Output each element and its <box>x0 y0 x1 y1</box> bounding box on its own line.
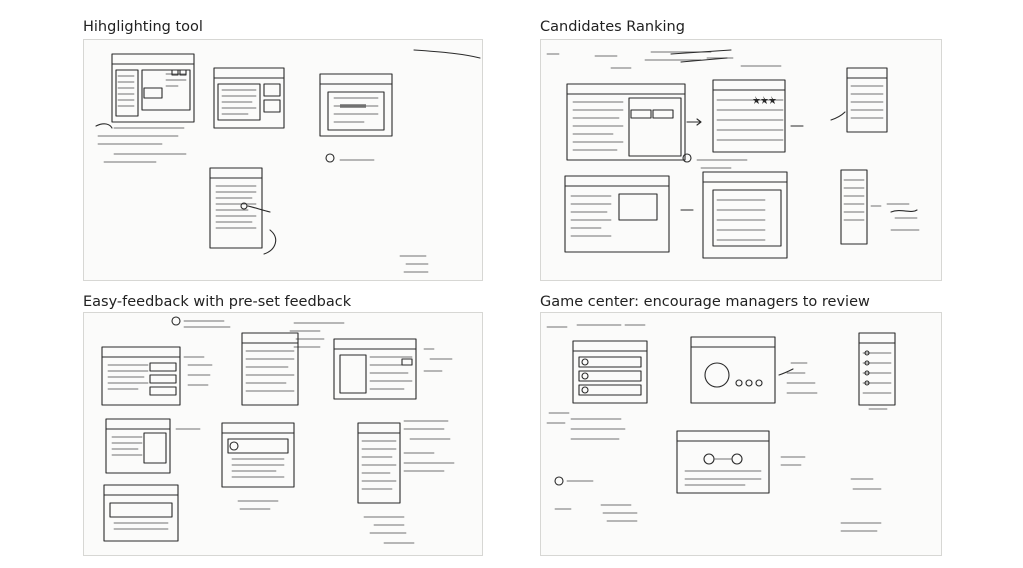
sketch-sheet-gamecenter <box>540 312 942 556</box>
panel-title-highlighting: Hihglighting tool <box>83 19 203 35</box>
sketch-drawing-feedback <box>101 316 455 544</box>
sketch-drawing-highlighting <box>95 49 481 273</box>
panel-title-feedback: Easy-feedback with pre-set feedback <box>83 294 352 310</box>
panel-feedback: Easy-feedback with pre-set feedback <box>83 293 483 556</box>
panel-title-ranking: Candidates Ranking <box>540 19 685 35</box>
panel-gamecenter: Game center: encourage managers to revie… <box>540 293 942 556</box>
sketch-sheet-ranking <box>540 39 942 281</box>
panel-title-gamecenter: Game center: encourage managers to revie… <box>540 294 870 310</box>
panel-ranking: Candidates Ranking <box>540 18 942 281</box>
panel-highlighting: Hihglighting tool <box>83 18 483 281</box>
sketch-drawing-ranking <box>546 49 920 259</box>
sketch-drawing-gamecenter <box>546 324 896 532</box>
sketch-sheet-highlighting <box>83 39 483 281</box>
sketch-sheet-feedback <box>83 312 483 556</box>
